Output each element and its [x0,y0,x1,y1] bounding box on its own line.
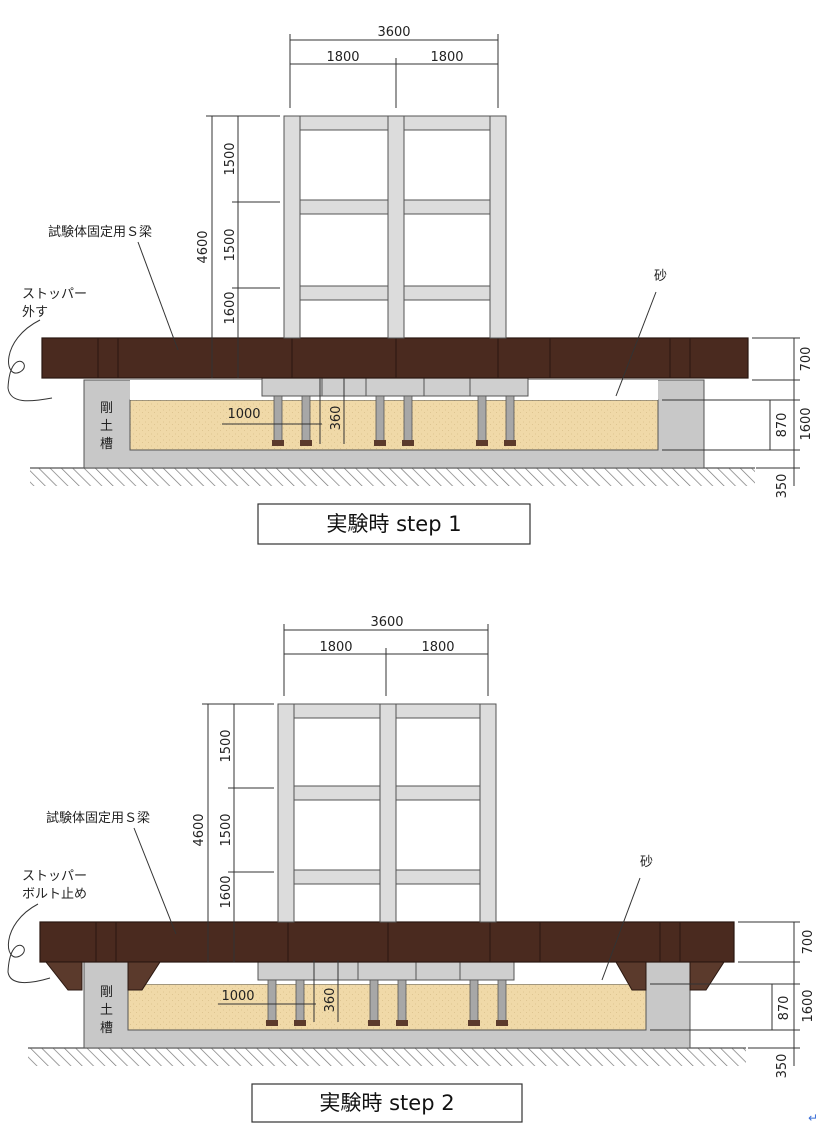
step2-piles [266,979,508,1026]
step2-label-stopper-2: ボルト止め [22,887,87,902]
step1-dim-pile-spacing: 1000 [227,407,260,422]
step2-diagram: 3600 1800 1800 4600 1500 1500 1600 700 8… [7,615,816,1123]
step2-label-tank-1: 剛 [100,985,113,1000]
step1-label-tank-2: 土 [100,419,113,434]
step1-dim-story-top: 1500 [223,142,238,175]
step2-dim-base: 350 [775,1054,790,1079]
step1-fixing-s-beam [41,337,749,379]
step2-caption: 実験時 step 2 [319,1091,454,1115]
step2-label-stopper-1: ストッパー [22,869,87,884]
step2-foundation-pads [257,959,515,981]
step2-label-beam-note: 試験体固定用Ｓ梁 [46,810,150,826]
step1-dim-top-right: 1800 [430,50,463,65]
step1-dim-story-mid: 1500 [223,228,238,261]
step1-caption-box [257,503,531,545]
step1-dim-top-left: 1800 [326,50,359,65]
step2-dim-beam-depth: 700 [801,930,816,955]
step2-dim-story-bottom: 1600 [219,875,234,908]
step1-dim-base: 350 [775,474,790,499]
step1-piles [272,395,516,446]
step2-label-tank-2: 土 [100,1003,113,1018]
step2-fixing-s-beam [39,921,735,963]
step2-dim-sand-depth: 870 [777,996,792,1021]
step1-caption: 実験時 step 1 [326,512,461,536]
step2-dim-pile-spacing: 1000 [221,989,254,1004]
step1-label-tank-1: 剛 [100,401,113,416]
step1-test-frame [283,115,507,339]
step1-dim-top-total: 3600 [377,25,410,40]
step2-ground [28,1048,746,1066]
step1-dim-sand-depth: 870 [775,413,790,438]
step2-label-tank-3: 槽 [100,1021,113,1036]
step1-diagram: 3600 1800 1800 4600 1500 1500 1600 700 8… [7,25,814,545]
step2-dim-tank-height: 1600 [801,989,816,1022]
return-mark: ↵ [808,1111,818,1125]
step2-caption-box [251,1083,523,1123]
step1-dim-story-bottom: 1600 [223,291,238,324]
step1-label-stopper-1: ストッパー [22,287,87,302]
step2-stopper-leader [7,903,51,983]
step1-label-tank-3: 槽 [100,437,113,452]
step1-label-sand: 砂 [654,269,667,284]
step2-dim-story-mid: 1500 [219,813,234,846]
step1-label-beam-note: 試験体固定用Ｓ梁 [48,224,152,240]
step2-label-sand: 砂 [640,855,653,870]
step2-dim-top-total: 3600 [370,615,403,630]
step1-ground [30,468,755,486]
step2-dim-story-top: 1500 [219,729,234,762]
step1-sand [129,399,659,451]
step2-dim-top-right: 1800 [421,640,454,655]
step1-dim-tank-height: 1600 [799,407,814,440]
step2-dim-pile-len: 360 [323,988,338,1013]
step2-dim-top-left: 1800 [319,640,352,655]
step2-sand [127,983,647,1031]
step1-dim-height-total: 4600 [196,230,211,263]
step2-stopper-brackets [44,961,725,991]
step1-dim-beam-depth: 700 [799,347,814,372]
step1-stopper-leader [7,319,53,402]
step2-test-frame [277,703,497,923]
step1-foundation-pads [261,377,529,397]
step2-dim-height-total: 4600 [192,813,207,846]
step1-dim-pile-len: 360 [329,406,344,431]
step1-label-stopper-2: 外す [22,305,48,320]
